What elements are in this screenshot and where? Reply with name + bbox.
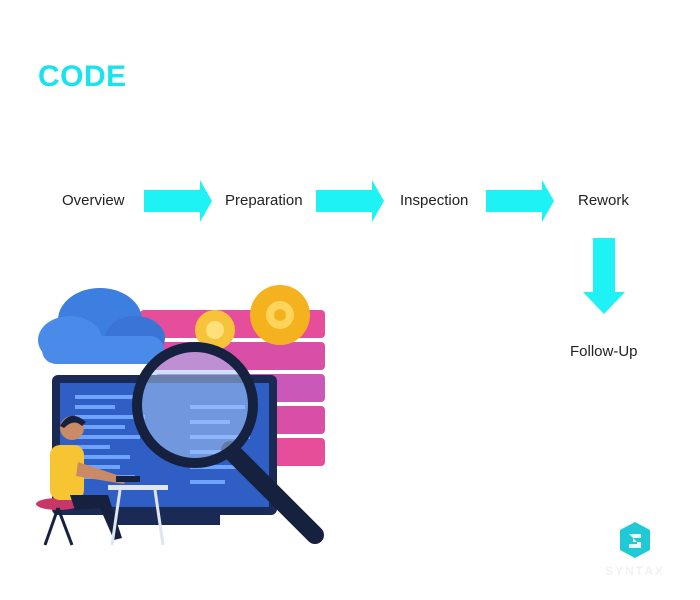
gear-icon xyxy=(195,285,310,350)
step-overview: Overview xyxy=(62,192,125,209)
slide-title: CODE xyxy=(38,60,127,93)
step-preparation: Preparation xyxy=(225,192,303,209)
syntax-logo-icon xyxy=(620,522,650,558)
magnifier-icon xyxy=(132,342,324,544)
step-inspection: Inspection xyxy=(400,192,469,209)
arrow-right-icon xyxy=(316,180,384,222)
syntax-logo: SYNTAX xyxy=(590,520,680,590)
arrow-down-icon xyxy=(583,238,625,314)
cloud-icon xyxy=(38,288,165,364)
code-inspection-illustration xyxy=(36,285,325,546)
person-icon xyxy=(36,415,168,546)
step-follow-up: Follow-Up xyxy=(570,343,638,360)
arrow-right-icon xyxy=(144,180,212,222)
arrow-right-icon xyxy=(486,180,554,222)
step-rework: Rework xyxy=(578,192,629,209)
logo-text: SYNTAX xyxy=(605,564,665,578)
